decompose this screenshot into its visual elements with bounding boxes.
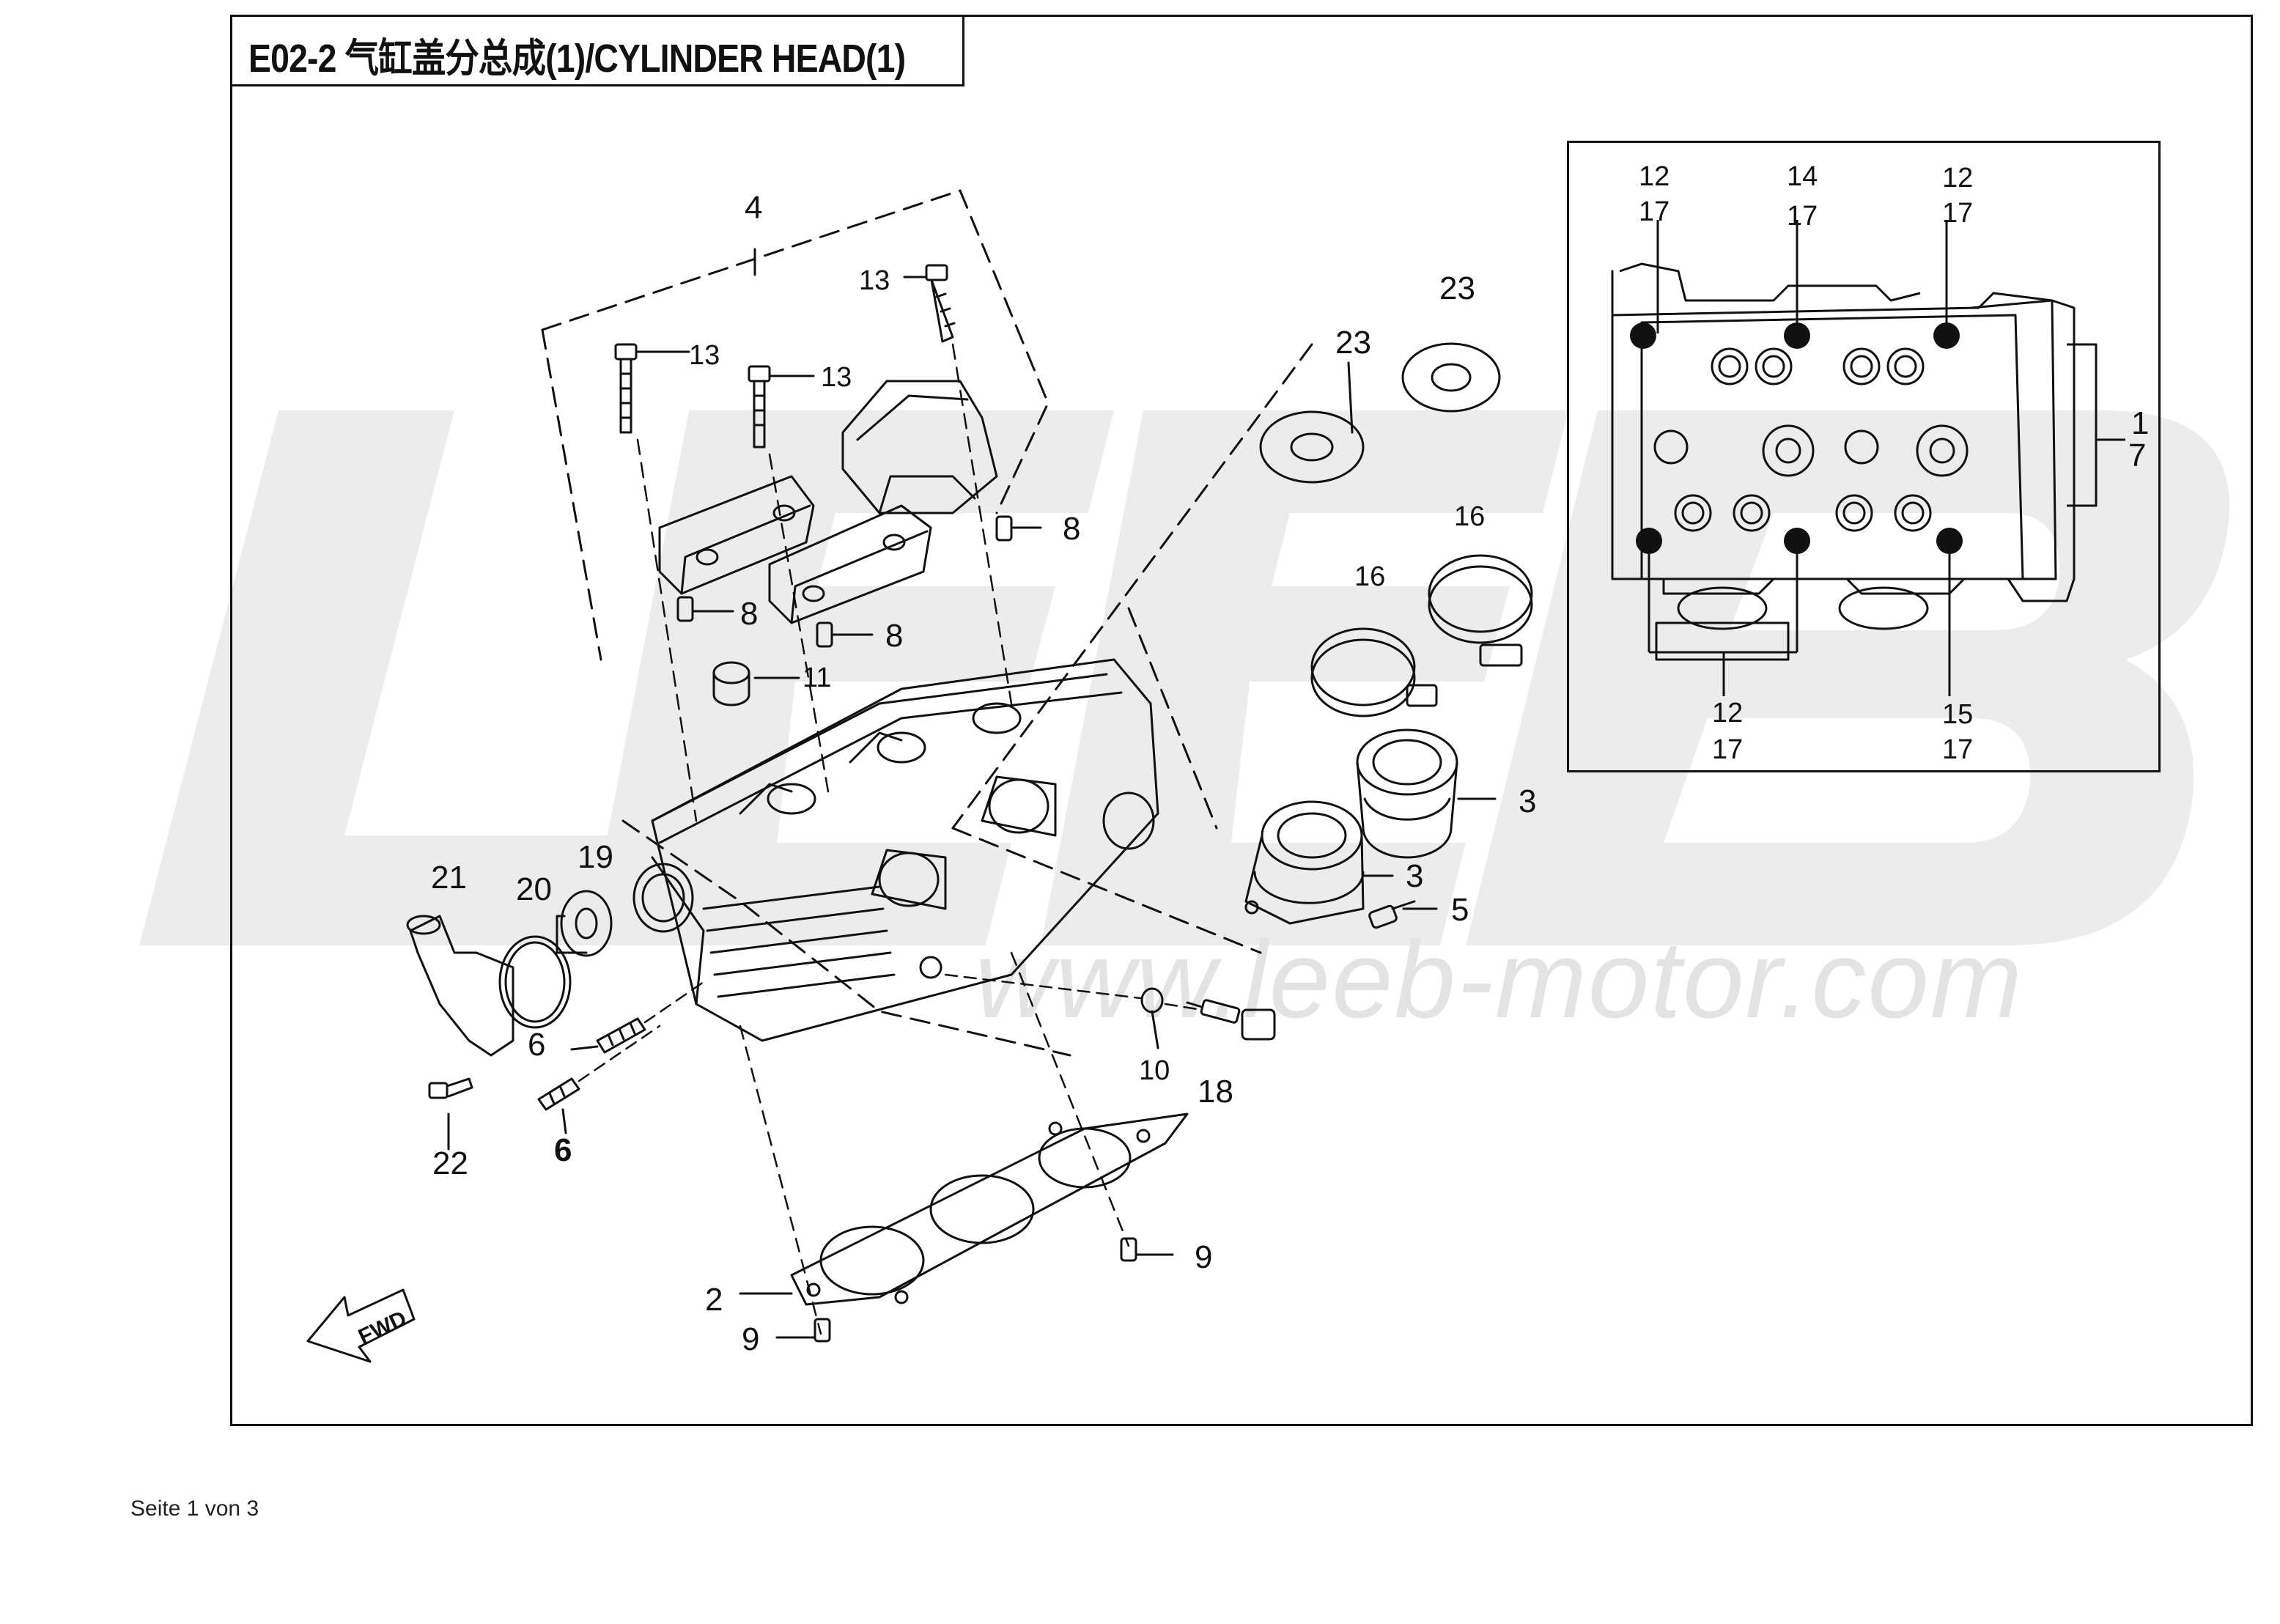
clamp-16-b bbox=[1428, 554, 1533, 667]
callout-4: 4 bbox=[745, 190, 763, 226]
bolt-22 bbox=[428, 1077, 473, 1099]
callout-6-a: 6 bbox=[528, 1027, 546, 1063]
intake-boot-3-a bbox=[1356, 728, 1458, 859]
inset-head-top-view bbox=[1611, 220, 2125, 696]
intake-boot-3-b bbox=[1244, 800, 1365, 925]
callout-8-c: 8 bbox=[885, 618, 904, 654]
inset-callout-top-3a: 12 bbox=[1942, 163, 1974, 193]
callout-13-center: 13 bbox=[821, 362, 852, 393]
inset-bolt-markers bbox=[1630, 322, 1963, 554]
callout-23-b: 23 bbox=[1439, 270, 1475, 306]
dowel-8-a bbox=[995, 515, 1013, 542]
cam-cap-right bbox=[841, 380, 998, 514]
callout-13-left: 13 bbox=[689, 340, 720, 371]
head-gasket-2 bbox=[790, 1112, 1189, 1306]
inset-callout-top-2a: 14 bbox=[1787, 161, 1818, 192]
fwd-arrow bbox=[306, 1288, 416, 1363]
washer-10 bbox=[1140, 987, 1164, 1014]
bolt-13-left bbox=[614, 343, 638, 434]
washer-23-b bbox=[1401, 342, 1501, 413]
seal-11 bbox=[712, 661, 750, 706]
diagram-frame bbox=[230, 15, 2253, 1426]
inset-callout-top-1b: 17 bbox=[1639, 196, 1670, 227]
callout-22: 22 bbox=[432, 1145, 468, 1181]
washer-23-a bbox=[1259, 410, 1365, 484]
fwd-label: FWD bbox=[355, 1307, 410, 1350]
callout-11: 11 bbox=[803, 662, 832, 693]
temp-sensor-18 bbox=[1186, 999, 1276, 1041]
page-footer: Seite 1 von 3 bbox=[130, 1496, 259, 1521]
cam-cap-left bbox=[658, 475, 815, 595]
inset-callout-bottom-1a: 12 bbox=[1712, 698, 1744, 728]
inset-callout-bottom-1b: 17 bbox=[1712, 734, 1744, 765]
inset-callout-bottom-2a: 15 bbox=[1942, 699, 1974, 730]
callout-19: 19 bbox=[578, 839, 613, 875]
page-title: E02-2 气缸盖分总成(1)/CYLINDER HEAD(1) bbox=[248, 37, 906, 81]
callout-5: 5 bbox=[1451, 892, 1469, 928]
callout-23-a: 23 bbox=[1335, 325, 1371, 361]
water-outlet-21 bbox=[406, 915, 514, 1057]
callout-9-b: 9 bbox=[742, 1321, 760, 1357]
inset-callout-top-3b: 17 bbox=[1942, 198, 1974, 229]
cam-cap-center bbox=[768, 504, 932, 624]
watermark-url: www.leeb-motor.com bbox=[975, 918, 2023, 1041]
o-ring-20 bbox=[498, 935, 572, 1029]
dowel-9-b bbox=[814, 1318, 831, 1343]
callout-9-a: 9 bbox=[1195, 1239, 1213, 1275]
callout-18: 18 bbox=[1198, 1074, 1233, 1110]
title-box: E02-2 气缸盖分总成(1)/CYLINDER HEAD(1) bbox=[230, 15, 964, 86]
callout-3-a: 3 bbox=[1519, 783, 1537, 819]
bolt-13-right bbox=[925, 264, 956, 343]
callout-6-b: 6 bbox=[554, 1132, 572, 1168]
inset-callout-top-2b: 17 bbox=[1787, 201, 1818, 232]
callout-8-b: 8 bbox=[740, 596, 759, 632]
dowel-9-a bbox=[1120, 1237, 1137, 1262]
dowel-8-b bbox=[676, 596, 694, 622]
stud-6-b bbox=[537, 1077, 580, 1111]
callout-21: 21 bbox=[431, 860, 467, 896]
inset-callout-top-1a: 12 bbox=[1639, 161, 1670, 192]
inset-callout-right-b: 7 bbox=[2128, 438, 2147, 473]
callout-2: 2 bbox=[705, 1282, 723, 1318]
callout-8-a: 8 bbox=[1063, 511, 1081, 547]
inset-callout-bottom-2b: 17 bbox=[1942, 734, 1974, 765]
assembly-4-boundary bbox=[541, 189, 1313, 1057]
callout-10: 10 bbox=[1139, 1055, 1170, 1086]
cylinder-head bbox=[632, 658, 1159, 1042]
inset-callout-right-a: 1 bbox=[2131, 405, 2150, 441]
callout-20: 20 bbox=[516, 871, 552, 907]
bolt-13-center bbox=[748, 365, 771, 449]
callout-16-b: 16 bbox=[1454, 501, 1486, 532]
clamp-16-a bbox=[1310, 627, 1438, 717]
dowel-8-c bbox=[816, 621, 833, 648]
callout-16-a: 16 bbox=[1354, 561, 1386, 592]
stud-6-a bbox=[596, 1017, 646, 1054]
callout-13-right: 13 bbox=[859, 265, 890, 296]
stud-5 bbox=[1368, 900, 1416, 929]
callout-3-b: 3 bbox=[1406, 858, 1424, 894]
inset-detail-box bbox=[1567, 141, 2161, 772]
thermostat-19 bbox=[556, 890, 613, 957]
